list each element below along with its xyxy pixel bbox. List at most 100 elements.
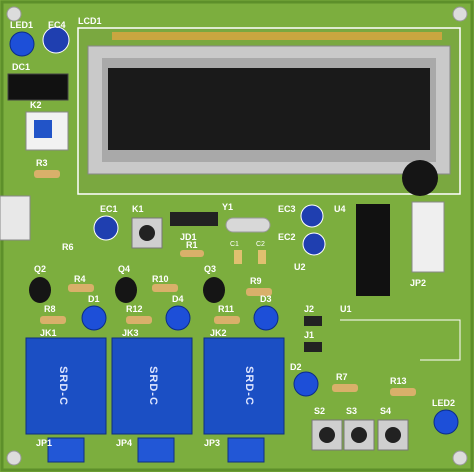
ec2-body (302, 232, 326, 256)
relay-body (111, 337, 193, 435)
c2-cap (258, 250, 266, 264)
r9-label: R9 (250, 276, 262, 286)
s2-body (311, 419, 343, 451)
ec3-label: EC3 (278, 204, 296, 214)
jp3-terminal (227, 437, 265, 463)
q4-label: Q4 (118, 264, 130, 274)
y1-crystal (225, 217, 271, 233)
s3-cap (351, 427, 367, 443)
mount-hole-bl (6, 450, 22, 466)
ec4-label: EC4 (48, 20, 66, 30)
led1-body (9, 31, 35, 57)
r8-label: R8 (44, 304, 56, 314)
lcd-screen (108, 68, 430, 150)
led2-label: LED2 (432, 398, 455, 408)
c1-cap (234, 250, 242, 264)
u2-label: U2 (294, 262, 306, 272)
r4-resistor (68, 284, 94, 292)
d1-label: D1 (88, 294, 100, 304)
jp2-connector (411, 201, 445, 273)
d2-led (293, 371, 319, 397)
c2-label: C2 (256, 241, 265, 248)
d3-label: D3 (260, 294, 272, 304)
r6-label: R6 (62, 242, 74, 252)
q2-transistor (29, 277, 51, 303)
jk3-label: JK3 (122, 328, 139, 338)
r3-label: R3 (36, 158, 48, 168)
relay-model-text: SRD-C (243, 366, 255, 406)
left-connector (0, 195, 31, 241)
ec4-body (42, 26, 70, 54)
u1-label: U1 (340, 304, 352, 314)
r8-resistor (40, 316, 66, 324)
relay-body (203, 337, 285, 435)
q4-transistor (115, 277, 137, 303)
diode-row: D1 D4 D3 R8 R12 R11 (40, 294, 279, 331)
jk1-label: JK1 (40, 328, 57, 338)
r3-resistor (34, 170, 60, 178)
jp4-terminal (137, 437, 175, 463)
buzzer (402, 160, 438, 196)
mount-hole-br (452, 450, 468, 466)
ec1-label: EC1 (100, 204, 118, 214)
r7-label: R7 (336, 372, 348, 382)
r1-resistor (180, 250, 204, 257)
k1-cap (139, 225, 155, 241)
button-s2 (311, 419, 343, 451)
q2-label: Q2 (34, 264, 46, 274)
r12-resistor (126, 316, 152, 324)
u4-label: U4 (334, 204, 346, 214)
j2-label: J2 (304, 304, 314, 314)
s2-label: S2 (314, 406, 325, 416)
s4-cap (385, 427, 401, 443)
y1-label: Y1 (222, 202, 233, 212)
s4-label: S4 (380, 406, 391, 416)
q3-transistor (203, 277, 225, 303)
jp1-terminal (47, 437, 85, 463)
d3-led (253, 305, 279, 331)
jd1-label: JD1 (180, 232, 197, 242)
jk2-label: JK2 (210, 328, 227, 338)
r4-label: R4 (74, 274, 86, 284)
r1-label: R1 (186, 240, 198, 250)
d2-label: D2 (290, 362, 302, 372)
j2-jumper (304, 316, 322, 326)
lcd1-label: LCD1 (78, 16, 102, 26)
d4-led (165, 305, 191, 331)
transistor-row: Q2 R4 Q4 R10 Q3 R9 (29, 264, 272, 303)
q3-label: Q3 (204, 264, 216, 274)
r11-label: R11 (218, 304, 234, 314)
j1-jumper (304, 342, 322, 352)
relay-model-text: SRD-C (57, 366, 69, 406)
jd1-header (170, 212, 218, 226)
c1-label: C1 (230, 241, 239, 248)
u4-chip (356, 204, 390, 296)
relay-model-text: SRD-C (147, 366, 159, 406)
jp4-label: JP4 (116, 438, 132, 448)
r10-label: R10 (152, 274, 169, 284)
trace-outline (340, 319, 461, 361)
relay-jk1: SRD-C (25, 337, 107, 435)
relay-body (25, 337, 107, 435)
ec2-label: EC2 (278, 232, 296, 242)
s2-cap (319, 427, 335, 443)
jp2-label: JP2 (410, 278, 426, 288)
relay-jk2: SRD-C (203, 337, 285, 435)
ec3-body (300, 204, 324, 228)
button-s4 (377, 419, 409, 451)
k1-label: K1 (132, 204, 144, 214)
led1-label: LED1 (10, 20, 33, 30)
dc1-label: DC1 (12, 62, 30, 72)
j1-label: J1 (304, 330, 314, 340)
r9-resistor (246, 288, 272, 296)
s3-label: S3 (346, 406, 357, 416)
jp3-label: JP3 (204, 438, 220, 448)
lcd-header-pins (112, 32, 442, 40)
mount-hole-tr (452, 6, 468, 22)
lcd-module: LCD1 (77, 16, 461, 195)
ec1-body (93, 215, 119, 241)
dc1-jack (7, 73, 69, 101)
d4-label: D4 (172, 294, 184, 304)
r13-label: R13 (390, 376, 407, 386)
